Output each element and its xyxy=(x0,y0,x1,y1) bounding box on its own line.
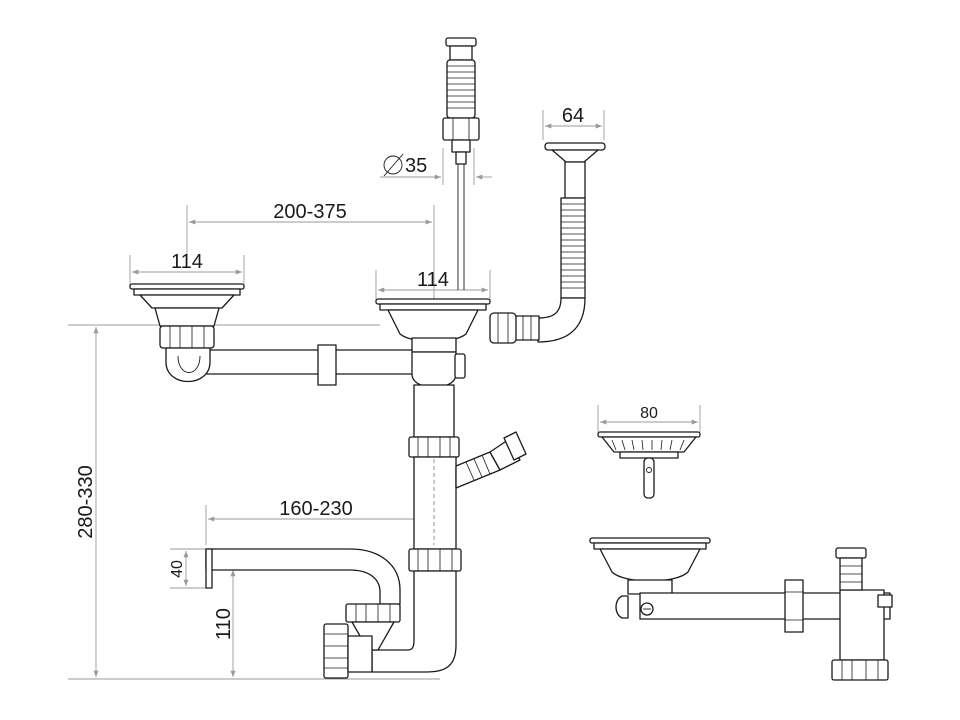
dim-center-distance: 200-375 xyxy=(273,201,346,223)
dim-basket-center: 114 xyxy=(417,269,449,291)
overflow-pushbutton xyxy=(442,37,480,290)
dim-outlet-height: 110 xyxy=(213,608,235,640)
diameter-symbol-icon xyxy=(383,153,404,177)
dim-outlet-diameter: 40 xyxy=(169,560,186,578)
dim-trap-height: 280-330 xyxy=(75,465,97,538)
overflow-hose xyxy=(489,142,606,344)
dim-overflow-diameter: 35 xyxy=(383,153,427,177)
dim-outlet-offset: 160-230 xyxy=(279,498,352,520)
left-sink-basket xyxy=(129,283,245,383)
dim-basket-left: 114 xyxy=(171,251,203,273)
main-assembly xyxy=(129,37,606,679)
side-view-assembly xyxy=(589,537,893,681)
connector-pipe xyxy=(204,344,416,386)
dim-overflow-head: 64 xyxy=(562,105,584,127)
dimension-lines xyxy=(68,110,701,680)
small-strainer xyxy=(597,431,701,499)
center-sink-basket xyxy=(375,298,491,388)
dim-overflow-diameter-value: 35 xyxy=(405,155,427,177)
dim-small-basket: 80 xyxy=(640,405,658,422)
trap-column xyxy=(205,384,527,679)
